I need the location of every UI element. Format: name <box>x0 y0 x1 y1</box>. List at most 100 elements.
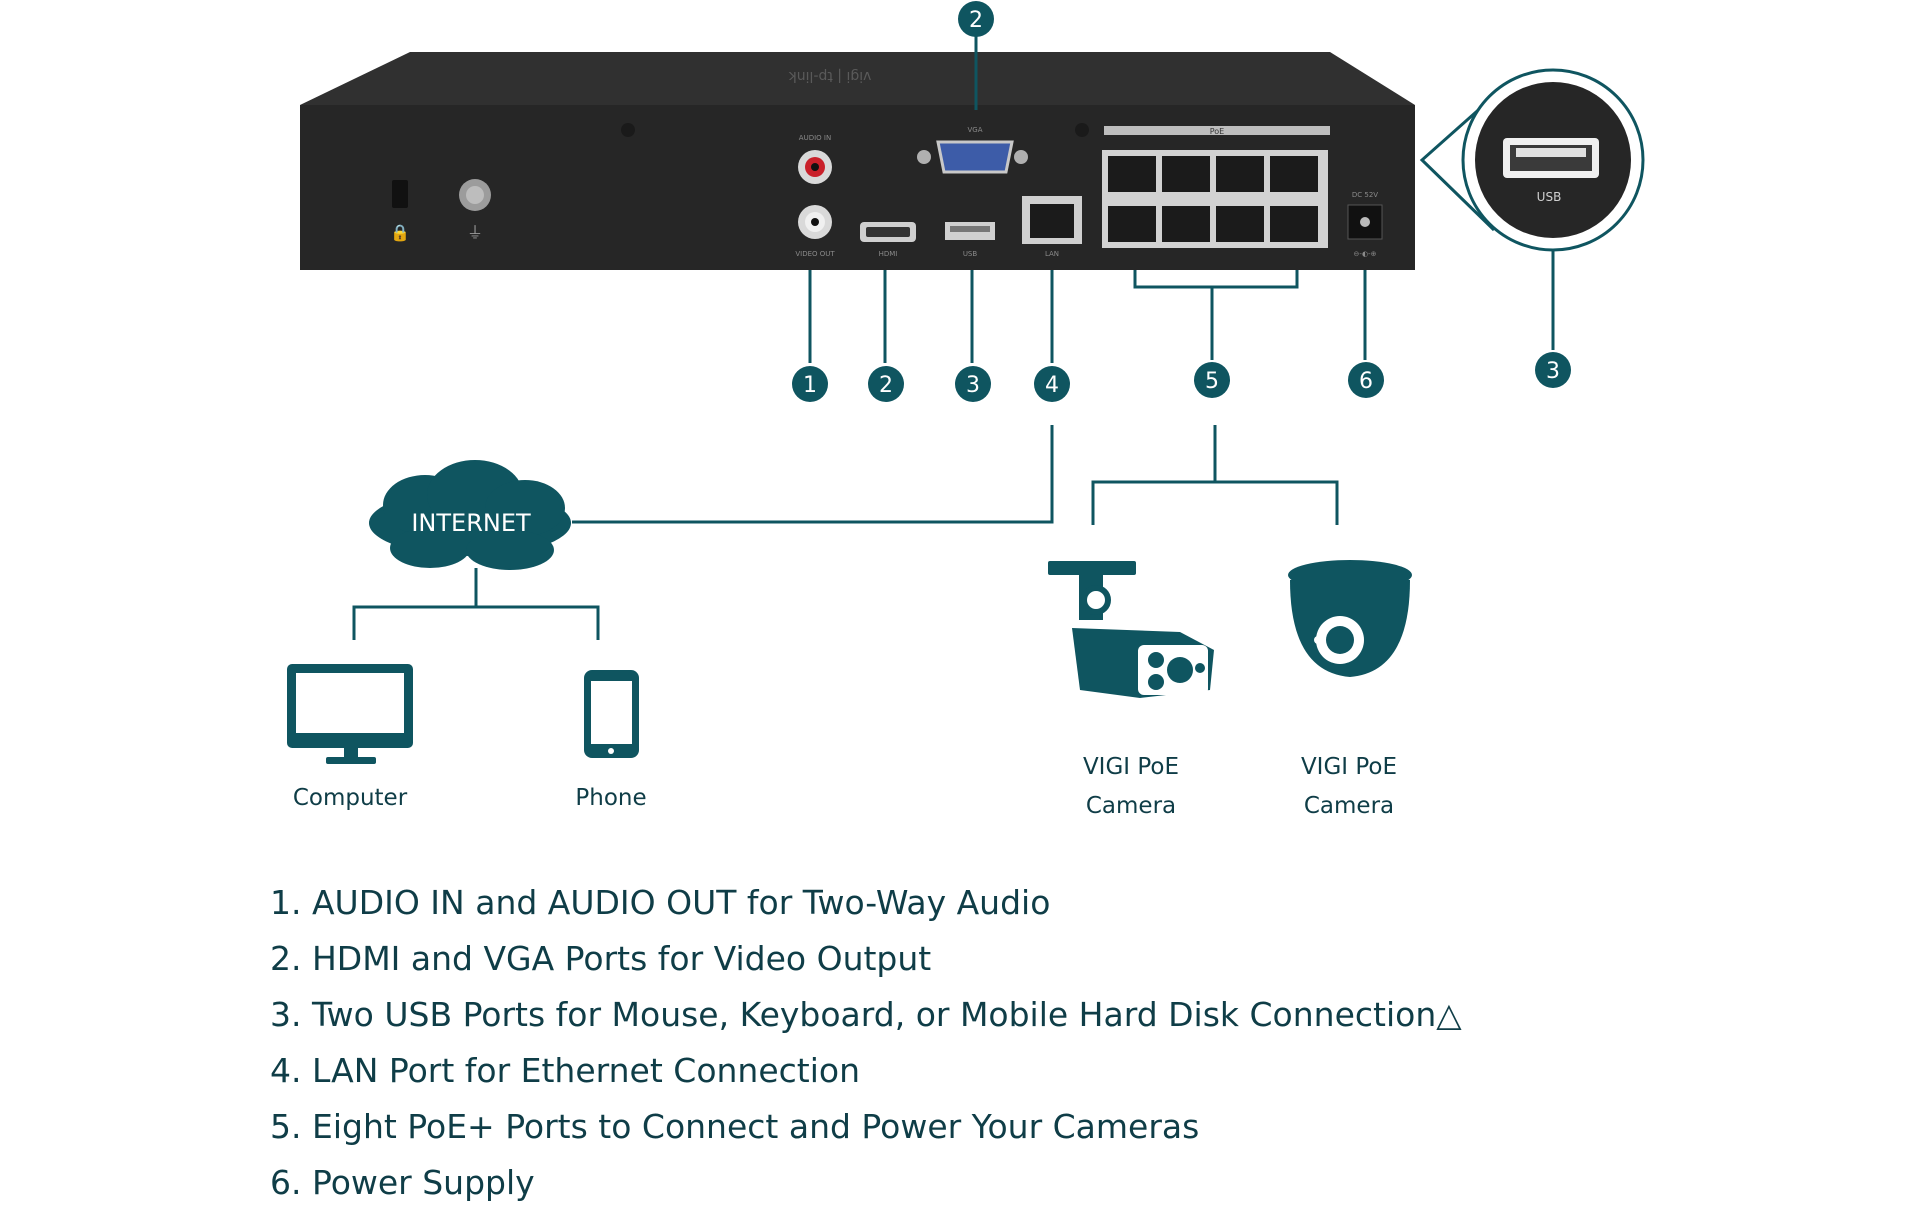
bullet-lens-2 <box>1167 657 1193 683</box>
camera-1-label-line2: Camera <box>1085 793 1177 819</box>
callout-number: 5 <box>1205 369 1219 394</box>
callout-badge-1: 1 <box>792 366 828 402</box>
hdmi-label: HDMI <box>879 250 898 258</box>
bullet-lens-1 <box>1148 652 1164 668</box>
nvr-device: vigi | tp-link 🔒 ⏚ AUDIO IN VIDEO OUT HD… <box>300 52 1415 270</box>
camera-network <box>1048 425 1412 698</box>
bullet-mount-joint <box>1081 585 1111 615</box>
camera-branch-bar <box>1091 480 1339 525</box>
bullet-mount-plate <box>1048 561 1136 575</box>
poe-port-6 <box>1162 206 1210 242</box>
camera-1-label-line1: VIGI PoE <box>1082 754 1180 780</box>
vga-label: VGA <box>967 126 982 134</box>
internet-cloud <box>369 460 571 570</box>
lock-icon: 🔒 <box>390 223 410 242</box>
callout-circle <box>958 1 994 37</box>
usb-zoom-callout: USB <box>1419 68 1645 252</box>
dc-power-pin <box>1360 217 1370 227</box>
zoom-pointer <box>1419 95 1496 232</box>
leader-poe <box>1133 270 1299 289</box>
callout-badge-zoom-usb: 3 <box>1535 352 1571 388</box>
camera-2-label: VIGI PoE Camera <box>1259 748 1439 826</box>
callout-circle <box>1348 362 1384 398</box>
callout-badge-3: 3 <box>955 366 991 402</box>
video-out-label: VIDEO OUT <box>795 250 835 258</box>
turret-ir-led <box>1314 636 1322 644</box>
feature-list: 1. AUDIO IN and AUDIO OUT for Two-Way Au… <box>270 875 1462 1211</box>
screw-right <box>1075 123 1089 137</box>
turret-camera-icon <box>1288 560 1412 677</box>
callout-number: 4 <box>1045 373 1059 398</box>
phone-screen <box>591 681 632 744</box>
computer-base <box>326 757 376 764</box>
computer-screen <box>296 673 404 733</box>
usb-label: USB <box>963 250 978 258</box>
turret-lens <box>1326 626 1354 654</box>
feature-item-2: 2. HDMI and VGA Ports for Video Output <box>270 939 932 978</box>
callout-badges: 1 2 3 4 5 6 2 3 <box>792 1 1571 402</box>
poe-port-2 <box>1162 156 1210 192</box>
ground-icon: ⏚ <box>467 223 483 242</box>
feature-item-5: 5. Eight PoE+ Ports to Connect and Power… <box>270 1107 1200 1146</box>
phone-icon <box>584 670 639 758</box>
poe-port-5 <box>1108 206 1156 242</box>
internet-to-lan-line <box>572 425 1054 524</box>
poe-port-7 <box>1216 206 1264 242</box>
callout-circle <box>955 366 991 402</box>
poe-port-8 <box>1270 206 1318 242</box>
callout-number: 3 <box>1546 359 1560 384</box>
callout-number: 1 <box>803 373 817 398</box>
audio-in-label: AUDIO IN <box>799 134 831 142</box>
bullet-camera-icon <box>1048 561 1214 698</box>
dc-label: DC 52V <box>1352 191 1378 199</box>
computer-stand <box>344 748 358 757</box>
callout-circle <box>1194 362 1230 398</box>
callout-circle <box>792 366 828 402</box>
feature-item-1: 1. AUDIO IN and AUDIO OUT for Two-Way Au… <box>270 883 1051 922</box>
zoom-usb-label: USB <box>1537 190 1562 204</box>
poe-bar <box>1104 126 1330 135</box>
camera-1-label: VIGI PoE Camera <box>1041 748 1221 826</box>
callout-number: 3 <box>966 373 980 398</box>
bullet-lens-4 <box>1195 663 1205 673</box>
ground-screw-head <box>466 186 484 204</box>
cloud-lobe-5 <box>390 528 470 568</box>
dc-polarity: ⊖-◐-⊕ <box>1354 250 1377 258</box>
phone-label: Phone <box>575 785 647 811</box>
computer-icon <box>287 664 413 764</box>
camera-2-label-line2: Camera <box>1303 793 1395 819</box>
poe-ports <box>1108 156 1318 242</box>
vga-screw-right <box>1014 150 1028 164</box>
cloud-lobe-4 <box>485 480 565 536</box>
device-logo: vigi | tp-link <box>788 68 872 84</box>
vga-screw-left <box>917 150 931 164</box>
phone-home-button <box>608 748 614 754</box>
callout-badge-2: 2 <box>868 366 904 402</box>
device-top-panel <box>300 52 1415 105</box>
zoom-usb-tongue <box>1516 148 1586 157</box>
poe-label: PoE <box>1210 127 1225 136</box>
computer-label: Computer <box>292 785 408 811</box>
audio-in-pin <box>811 163 819 171</box>
callout-badge-5: 5 <box>1194 362 1230 398</box>
camera-2-label-line1: VIGI PoE <box>1300 754 1398 780</box>
kensington-lock-slot <box>392 180 408 208</box>
hdmi-port-slot <box>866 227 910 237</box>
callout-badge-6: 6 <box>1348 362 1384 398</box>
callout-number: 6 <box>1359 369 1373 394</box>
lan-port-socket <box>1030 204 1074 238</box>
callout-circle <box>868 366 904 402</box>
callout-badge-vga: 2 <box>958 1 994 37</box>
callout-badge-4: 4 <box>1034 366 1070 402</box>
feature-item-4: 4. LAN Port for Ethernet Connection <box>270 1051 861 1090</box>
callout-number: 2 <box>969 8 983 33</box>
audio-out-pin <box>811 218 819 226</box>
vga-port <box>936 140 1014 174</box>
callout-circle <box>1034 366 1070 402</box>
leader-lines <box>808 34 1555 363</box>
feature-item-3: 3. Two USB Ports for Mouse, Keyboard, or… <box>270 995 1462 1034</box>
internet-network: INTERNET <box>287 425 1054 764</box>
client-branch-bar <box>352 605 600 640</box>
poe-port-1 <box>1108 156 1156 192</box>
